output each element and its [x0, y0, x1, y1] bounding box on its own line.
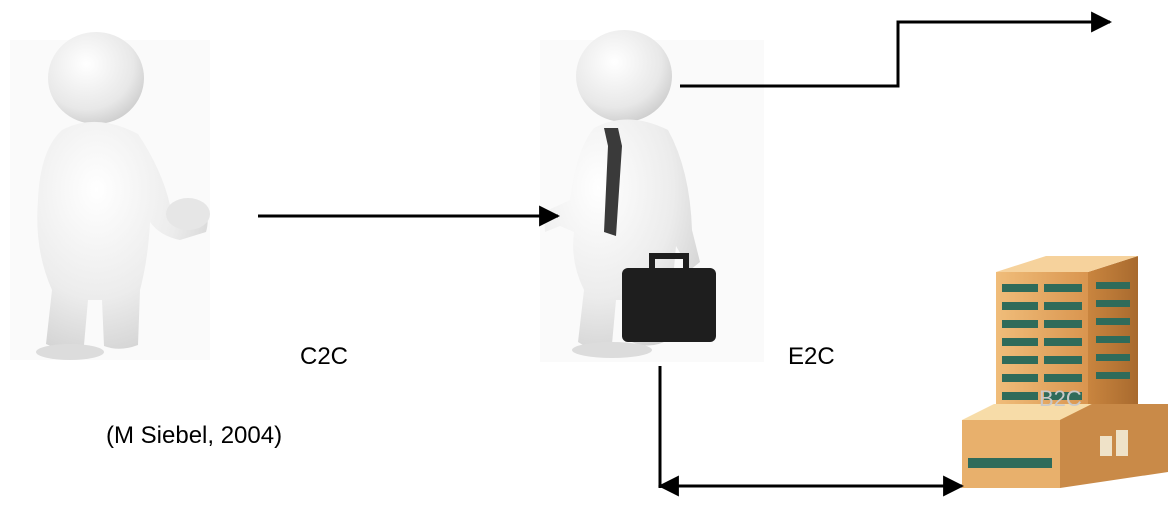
businessman-feet: [572, 342, 652, 358]
businessman-figure: [540, 30, 764, 362]
briefcase: [622, 268, 716, 342]
handshake-hand: [166, 198, 210, 230]
building-roof: [996, 256, 1138, 272]
connector-arrows: [258, 11, 1113, 497]
label-b2c-faint: B2C: [1039, 386, 1082, 411]
label-c2c: C2C: [300, 343, 349, 370]
building-chimney-2: [1116, 430, 1128, 456]
office-building: [962, 256, 1168, 488]
necktie: [604, 128, 622, 236]
annex-windows: [968, 458, 1052, 468]
person-handshake-figure: [10, 32, 210, 360]
person-body: [37, 121, 208, 349]
person-feet: [36, 344, 104, 360]
briefcase-handle: [649, 253, 689, 268]
person-head: [48, 32, 144, 124]
citation-text: (M Siebel, 2004): [106, 422, 283, 449]
building-chimney: [1100, 436, 1112, 456]
building-windows: [1002, 282, 1130, 400]
annex-roof: [962, 404, 1092, 420]
label-e2c: E2C: [788, 343, 835, 370]
building-annex: [962, 420, 1060, 488]
arrow-top-step: [680, 11, 1113, 88]
annex-side: [1060, 404, 1168, 488]
businessman-head: [576, 30, 672, 122]
